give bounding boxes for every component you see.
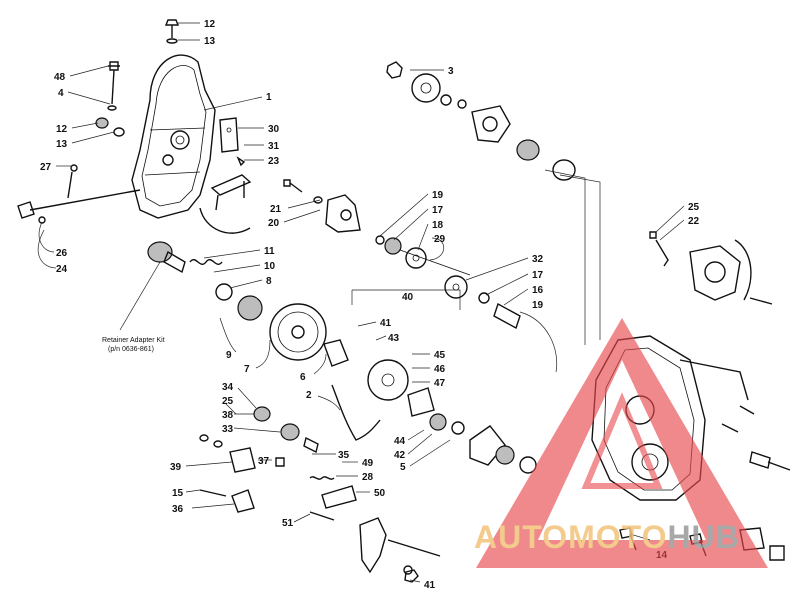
callout-5: 5: [400, 462, 406, 473]
callout-47: 47: [434, 378, 446, 389]
part-screw-top: [164, 19, 180, 44]
callout-15: 15: [172, 488, 184, 499]
callout-34: 34: [222, 382, 234, 393]
part-drive-hub: [147, 241, 327, 361]
part-chaincase-cover: [131, 54, 216, 219]
leader-lines: [37, 22, 685, 583]
callout-37: 37: [258, 456, 270, 467]
watermark-text-automoto: AUTOMOTOHUB: [474, 519, 740, 555]
callout-1: 1: [266, 92, 272, 103]
part-latch-handle: [199, 174, 252, 234]
callout-18: 18: [432, 220, 444, 231]
callout-13: 13: [204, 36, 216, 47]
callout-16: 16: [532, 285, 544, 296]
callout-44: 44: [394, 436, 406, 447]
callout-8: 8: [266, 276, 272, 287]
callout-13: 13: [56, 139, 68, 150]
callout-50: 50: [374, 488, 386, 499]
callout-19: 19: [532, 300, 544, 311]
callout-41: 41: [424, 580, 436, 591]
warning-triangle-icon: [476, 318, 768, 568]
part-bearing-top: [516, 139, 576, 181]
callout-42: 42: [394, 450, 406, 461]
retainer-kit-note: Retainer Adapter Kit (p/n 0636-861): [102, 337, 165, 353]
part-small-sprocket-chain: [323, 339, 381, 441]
callout-51: 51: [282, 518, 294, 529]
callout-45: 45: [434, 350, 446, 361]
part-nut-41: [404, 569, 419, 583]
callout-41: 41: [380, 318, 392, 329]
part-flange-plate: [471, 105, 511, 143]
callout-49: 49: [362, 458, 374, 469]
callout-17: 17: [432, 205, 444, 216]
callout-46: 46: [434, 364, 446, 375]
part-idler-stack-upper: [375, 235, 471, 276]
callout-29: 29: [434, 234, 446, 245]
guide-line-1: [559, 174, 601, 340]
part-screw-31: [236, 156, 246, 167]
part-roller-group: [199, 406, 319, 473]
part-lower-linkage: [275, 457, 357, 521]
part-shift-fork: [359, 517, 441, 575]
callout-19: 19: [432, 190, 444, 201]
callout-36: 36: [172, 504, 184, 515]
callout-21: 21: [270, 204, 282, 215]
callout-26: 26: [56, 248, 68, 259]
part-tensioner-bracket: [325, 194, 361, 233]
part-lever-36: [199, 489, 255, 513]
retainer-kit-partno: (p/n 0636-861): [108, 346, 154, 353]
callout-40: 40: [402, 292, 414, 303]
callout-22: 22: [688, 216, 700, 227]
callout-38: 38: [222, 410, 234, 421]
callout-2: 2: [306, 390, 312, 401]
part-bracket-plate: [219, 117, 239, 153]
callout-3: 3: [448, 66, 454, 77]
callout-33: 33: [222, 424, 234, 435]
part-adjuster-screw: [107, 61, 120, 111]
callout-17: 17: [532, 270, 544, 281]
callout-12: 12: [56, 124, 68, 135]
callout-35: 35: [338, 450, 350, 461]
callout-28: 28: [362, 472, 374, 483]
callout-11: 11: [264, 246, 275, 257]
guide-line-2: [544, 169, 586, 345]
part-linkage-rod: [17, 164, 141, 224]
callout-25: 25: [688, 202, 700, 213]
callout-9: 9: [226, 350, 232, 361]
callout-20: 20: [268, 218, 280, 229]
callout-numbers: 12 13 48 4 1 12 13 30 31 23 27 26 24 3 2…: [40, 19, 700, 591]
watermark-part-2: HUB: [667, 519, 739, 555]
callout-25: 25: [222, 396, 234, 407]
automotohub-watermark: AUTOMOTOHUB: [474, 318, 768, 568]
retainer-pointer: [119, 261, 161, 331]
callout-43: 43: [388, 333, 400, 344]
callout-48: 48: [54, 72, 66, 83]
part-speedo-bracket: [649, 231, 773, 305]
callout-10: 10: [264, 261, 276, 272]
callout-7: 7: [244, 364, 250, 375]
callout-27: 27: [40, 162, 52, 173]
group-bracket-40: [351, 289, 461, 310]
callout-6: 6: [300, 372, 306, 383]
callout-32: 32: [532, 254, 544, 265]
callout-24: 24: [56, 264, 68, 275]
callout-31: 31: [268, 141, 280, 152]
callout-4: 4: [58, 88, 64, 99]
retainer-kit-title: Retainer Adapter Kit: [102, 337, 165, 344]
callout-12: 12: [204, 19, 216, 30]
callout-39: 39: [170, 462, 182, 473]
part-large-sprocket-lower: [367, 359, 537, 474]
watermark-part-1: AUTOMOTO: [474, 519, 667, 555]
callout-23: 23: [268, 156, 280, 167]
part-top-sprocket: [386, 61, 467, 109]
part-bolt-21: [283, 179, 323, 204]
callout-30: 30: [268, 124, 280, 135]
